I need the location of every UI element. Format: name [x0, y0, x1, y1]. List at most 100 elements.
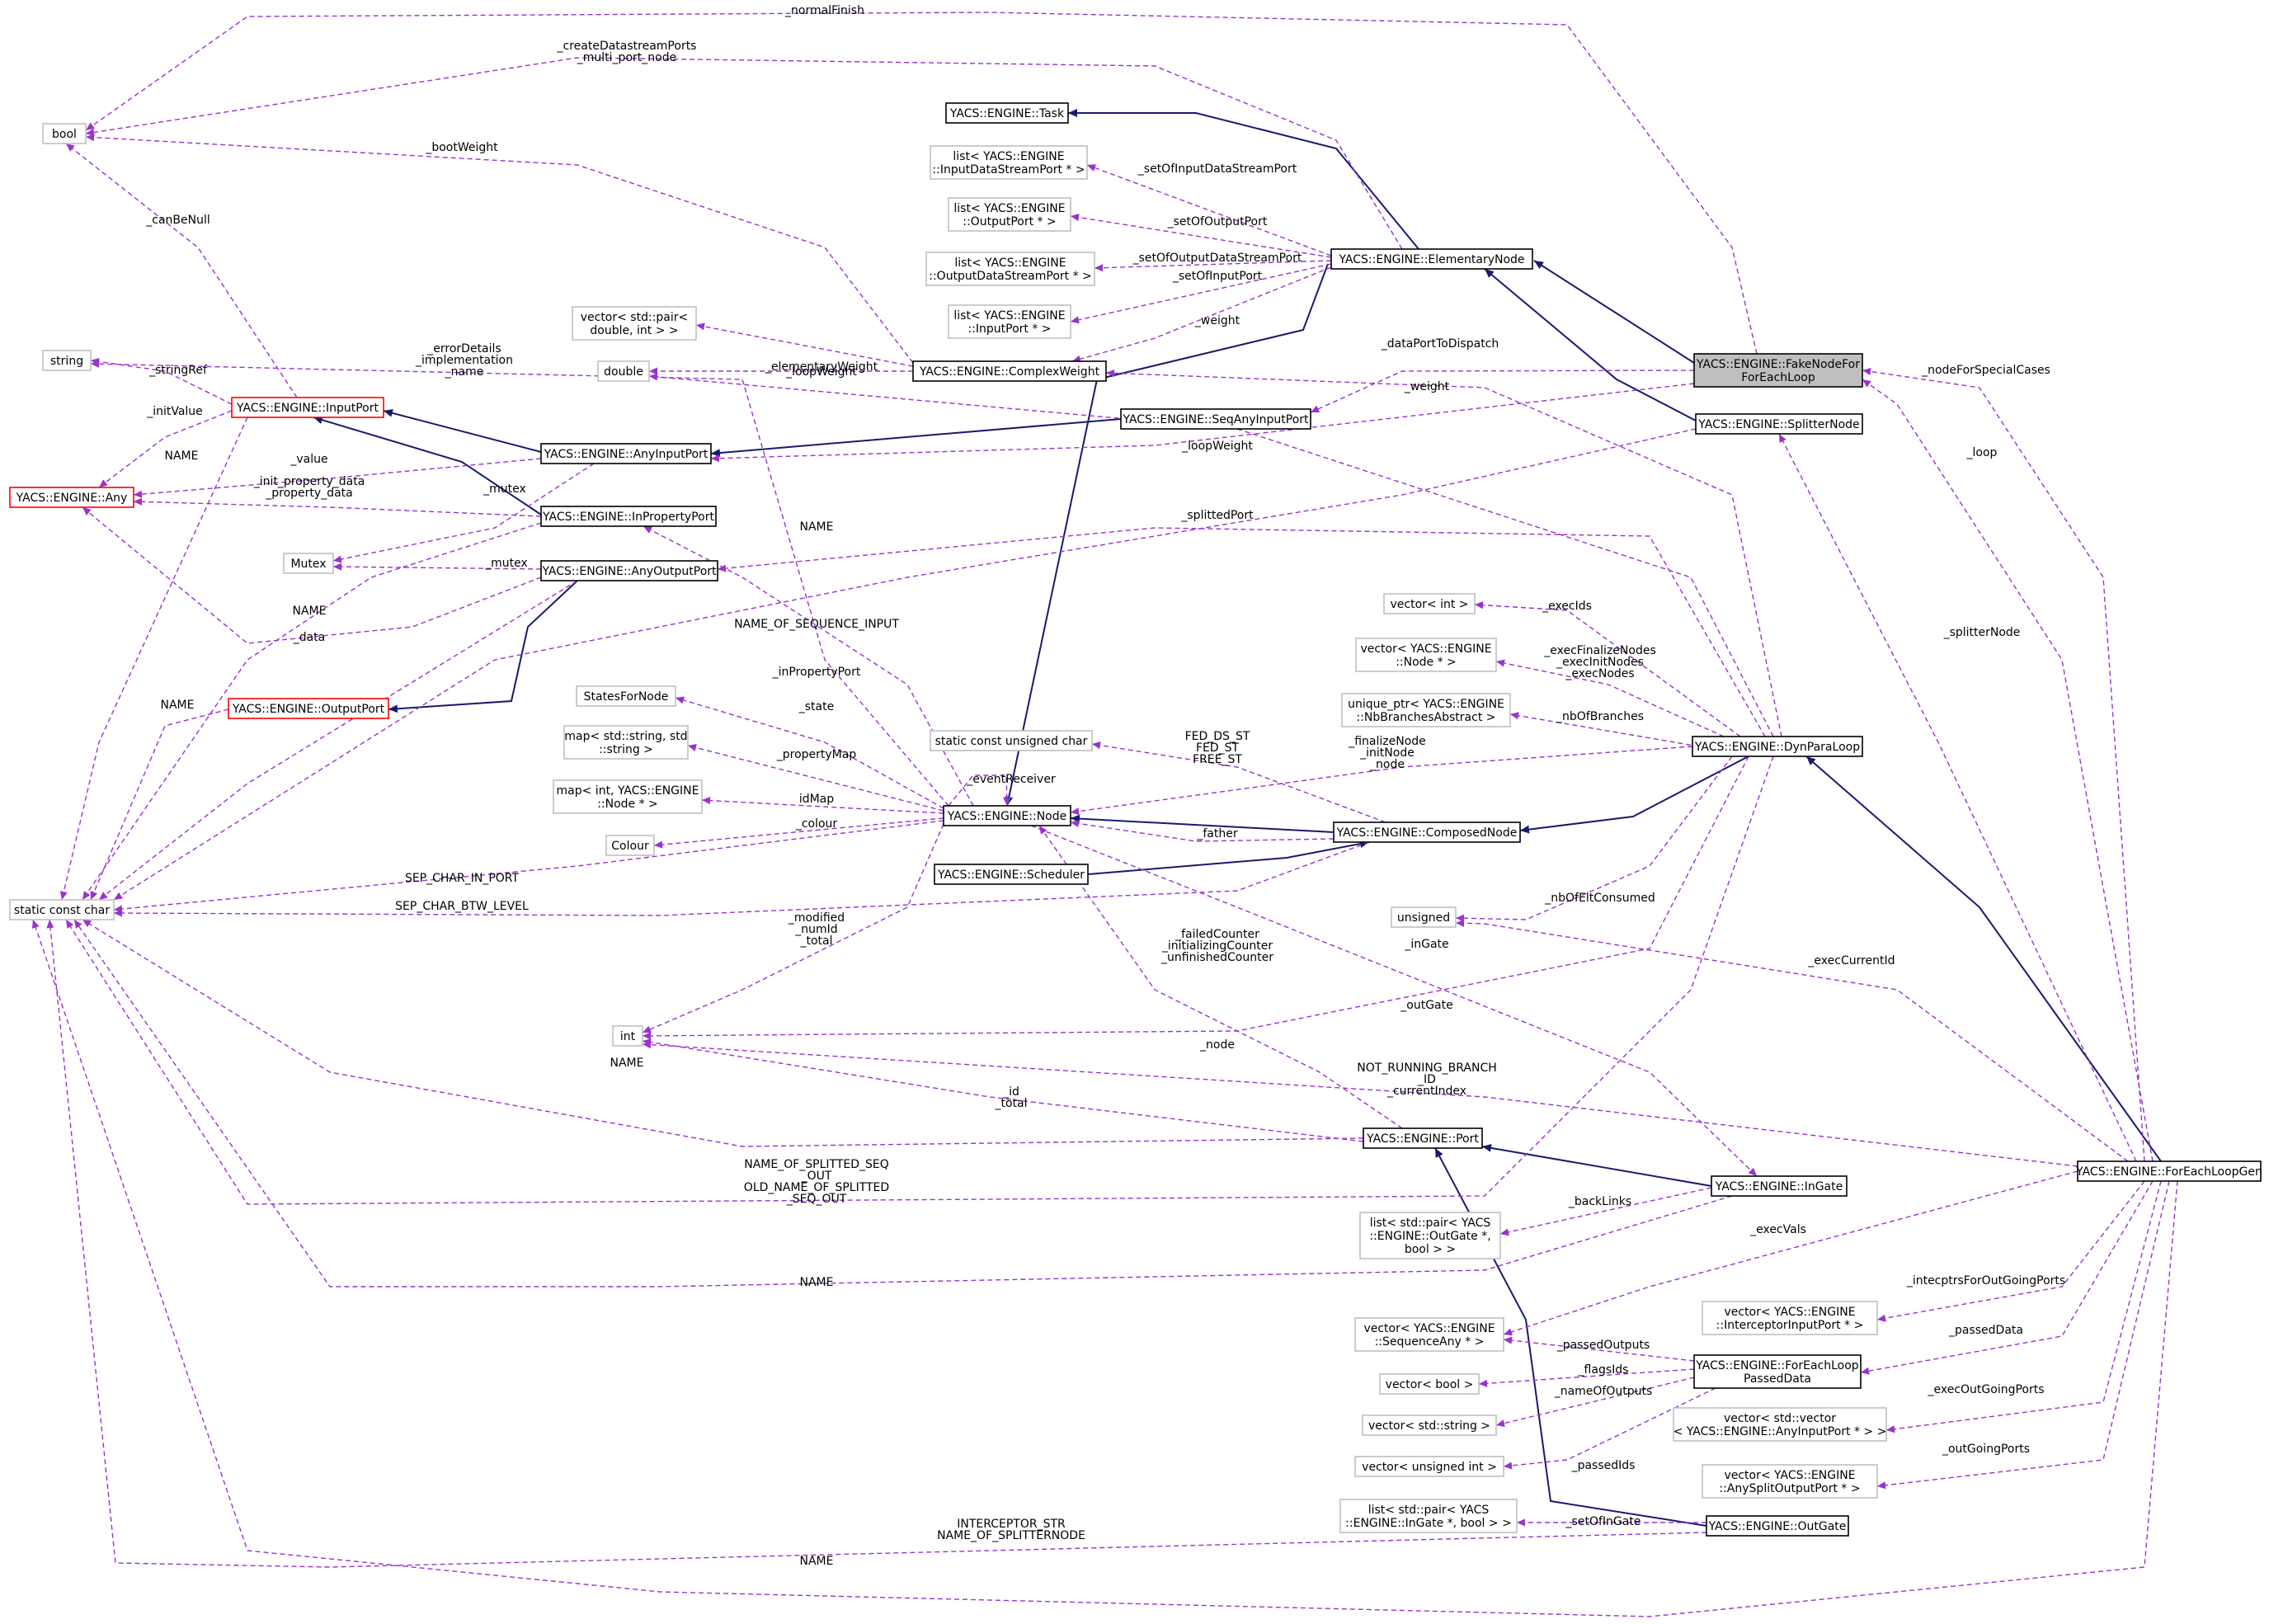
class-box [540, 560, 718, 581]
class-node-label: list< YACS::ENGINE [954, 257, 1066, 270]
class-node-dyn_para_loop[interactable]: YACS::ENGINE::DynParaLoop [1692, 736, 1863, 757]
edge-label-init_value: _initValue [146, 405, 203, 418]
class-node-output_port[interactable]: YACS::ENGINE::OutputPort [228, 698, 389, 719]
class-box [1339, 1499, 1518, 1533]
class-node-static_const_char[interactable]: static const char [9, 899, 115, 920]
class-node-vector_vector_any_input_port[interactable]: vector< std::vector< YACS::ENGINE::AnyIn… [1673, 1407, 1887, 1442]
class-node-label: YACS::ENGINE::AnyOutputPort [541, 565, 717, 578]
edge-label-passed_data: _passedData [1948, 1324, 2023, 1337]
class-node-node[interactable]: YACS::ENGINE::Node [943, 805, 1071, 826]
class-node-list_output_ds_port[interactable]: list< YACS::ENGINE::OutputDataStreamPort… [925, 252, 1095, 286]
class-node-scheduler[interactable]: YACS::ENGINE::Scheduler [934, 864, 1089, 885]
class-node-list_input_port[interactable]: list< YACS::ENGINE::InputPort * > [948, 304, 1071, 339]
class-node-in_gate[interactable]: YACS::ENGINE::InGate [1711, 1175, 1848, 1197]
class-node-any[interactable]: YACS::ENGINE::Any [9, 487, 134, 508]
class-node-int[interactable]: int [612, 1025, 643, 1047]
class-box [1711, 1175, 1848, 1197]
class-node-label: static const char [14, 904, 110, 917]
class-node-any_output_port[interactable]: YACS::ENGINE::AnyOutputPort [540, 560, 718, 581]
edge-label-modified: _total [799, 934, 832, 948]
class-node-label: ::InputPort * > [967, 322, 1051, 336]
class-node-complex_weight[interactable]: YACS::ENGINE::ComplexWeight [912, 360, 1107, 382]
class-node-unique_ptr_nb_branches[interactable]: unique_ptr< YACS::ENGINE::NbBranchesAbst… [1341, 693, 1511, 727]
edge-label-set_of_output_data_stream_port: _setOfOutputDataStreamPort [1132, 252, 1302, 265]
class-node-label: list< std::pair< YACS [1370, 1217, 1491, 1230]
class-box [1354, 1317, 1504, 1352]
class-node-vector_sequence_any[interactable]: vector< YACS::ENGINE::SequenceAny * > [1354, 1317, 1504, 1352]
edge-label-name_7: NAME [800, 1555, 834, 1568]
edge-label-interceptor_str: NAME_OF_SPLITTERNODE [937, 1529, 1085, 1542]
class-node-bool[interactable]: bool [42, 123, 87, 144]
class-node-states_for_node[interactable]: StatesForNode [576, 685, 676, 707]
class-node-label: ::Node * > [1396, 656, 1457, 669]
class-node-out_gate[interactable]: YACS::ENGINE::OutGate [1706, 1515, 1849, 1537]
class-node-task[interactable]: YACS::ENGINE::Task [945, 102, 1069, 124]
class-node-vector_bool[interactable]: vector< bool > [1379, 1373, 1480, 1395]
class-node-map_string_string[interactable]: map< std::string, std::string > [563, 725, 689, 760]
class-node-input_port[interactable]: YACS::ENGINE::InputPort [231, 397, 384, 418]
class-node-label: list< std::pair< YACS [1368, 1504, 1490, 1517]
class-node-label: Colour [611, 840, 649, 853]
edge-label-flags_ids: _flagsIds [1578, 1363, 1629, 1377]
class-node-vector_int[interactable]: vector< int > [1383, 593, 1476, 614]
inheritance-edge-composed_node-to-node [1070, 814, 1335, 833]
edge-label-weight_1: _weight [1194, 314, 1240, 327]
class-node-list_pair_ingate_bool[interactable]: list< std::pair< YACS::ENGINE::InGate *,… [1339, 1499, 1518, 1533]
class-node-any_input_port[interactable]: YACS::ENGINE::AnyInputPort [540, 443, 712, 464]
class-node-mutex[interactable]: Mutex [283, 553, 334, 574]
class-node-vector_unsigned_int[interactable]: vector< unsigned int > [1354, 1456, 1504, 1477]
class-node-static_const_unsigned_char[interactable]: static const unsigned char [930, 730, 1093, 751]
class-box [2077, 1160, 2262, 1182]
class-node-vector_any_split_output_port[interactable]: vector< YACS::ENGINE::AnySplitOutputPort… [1702, 1464, 1878, 1499]
usage-edge-dyn_para_loop-to-int [642, 756, 1749, 1040]
class-node-list_input_ds_port[interactable]: list< YACS::ENGINE::InputDataStreamPort … [930, 145, 1088, 180]
class-box [1354, 1456, 1504, 1477]
usage-edge-elementary_node-to-list_input_port [1070, 263, 1332, 324]
class-node-label: YACS::ENGINE::FakeNodeFor [1696, 358, 1860, 371]
class-node-elementary_node[interactable]: YACS::ENGINE::ElementaryNode [1330, 248, 1533, 270]
usage-edge-input_port-to-static_const_char [59, 417, 248, 901]
class-node-vector_node_ptr[interactable]: vector< YACS::ENGINE::Node * > [1355, 638, 1497, 672]
class-node-port[interactable]: YACS::ENGINE::Port [1363, 1127, 1483, 1149]
usage-edge-for_each_loop_gen-to-vector_sequence_any [1503, 1170, 2078, 1336]
edge-label-passed_outputs: _passedOutputs [1556, 1339, 1650, 1352]
class-node-label: ::OutputPort * > [963, 215, 1056, 228]
class-node-for_each_loop_gen[interactable]: YACS::ENGINE::ForEachLoopGen [2075, 1160, 2262, 1182]
class-node-list_output_port[interactable]: list< YACS::ENGINE::OutputPort * > [948, 197, 1071, 232]
class-node-unsigned[interactable]: unsigned [1391, 906, 1457, 928]
class-node-map_int_node[interactable]: map< int, YACS::ENGINE::Node * > [553, 779, 703, 814]
class-node-in_property_port[interactable]: YACS::ENGINE::InPropertyPort [540, 506, 717, 527]
usage-edge-elementary_node-to-complex_weight [1071, 266, 1332, 363]
edge-label-colour: _colour [795, 817, 838, 831]
usage-edge-dyn_para_loop-to-vector_node_ptr [1495, 659, 1725, 737]
class-node-list_pair_outgate_bool[interactable]: list< std::pair< YACS::ENGINE::OutGate *… [1359, 1212, 1501, 1259]
class-node-vector_string[interactable]: vector< std::string > [1362, 1415, 1497, 1436]
class-node-seq_any_input_port[interactable]: YACS::ENGINE::SeqAnyInputPort [1120, 408, 1311, 430]
class-box [9, 487, 134, 508]
class-node-colour[interactable]: Colour [605, 835, 655, 856]
class-node-vector_interceptor_input_port[interactable]: vector< YACS::ENGINE::InterceptorInputPo… [1702, 1301, 1878, 1335]
edge-label-data_port_to_dispatch: _dataPortToDispatch [1381, 337, 1499, 351]
class-node-label: Mutex [290, 558, 326, 571]
class-node-label: YACS::ENGINE::Port [1366, 1132, 1479, 1146]
class-node-vector_pair_double_int[interactable]: vector< std::pair<double, int > > [572, 306, 697, 341]
class-node-composed_node[interactable]: YACS::ENGINE::ComposedNode [1333, 821, 1521, 843]
usage-edge-any_output_port-to-any [82, 506, 542, 644]
usage-edge-input_port-to-bool [65, 143, 298, 398]
class-node-splitter_node[interactable]: YACS::ENGINE::SplitterNode [1695, 413, 1863, 435]
usage-edge-dyn_para_loop-to-double [648, 373, 1774, 737]
usage-edge-elementary_node-to-bool [85, 57, 1403, 250]
edge-label-set_of_input_data_stream_port: _setOfInputDataStreamPort [1137, 162, 1297, 176]
usage-edge-for_each_loop_gen-to-splitter_node [1778, 433, 2137, 1162]
class-node-label: YACS::ENGINE::ForEachLoop [1695, 1359, 1858, 1372]
class-node-string[interactable]: string [42, 350, 92, 371]
class-node-label: ::ENGINE::InGate *, bool > > [1345, 1517, 1512, 1530]
edge-label-nb_of_branches: _nbOfBranches [1556, 710, 1644, 723]
class-node-double[interactable]: double [597, 360, 650, 382]
edge-label-finalize_node: _finalizeNode [1348, 735, 1426, 748]
labels-layer: _normalFinish_createDatastreamPorts_mult… [145, 4, 2065, 1568]
edge-label-name_of_sequence_input: NAME_OF_SEQUENCE_INPUT [734, 618, 899, 631]
class-node-label: ForEachLoop [1741, 371, 1815, 384]
